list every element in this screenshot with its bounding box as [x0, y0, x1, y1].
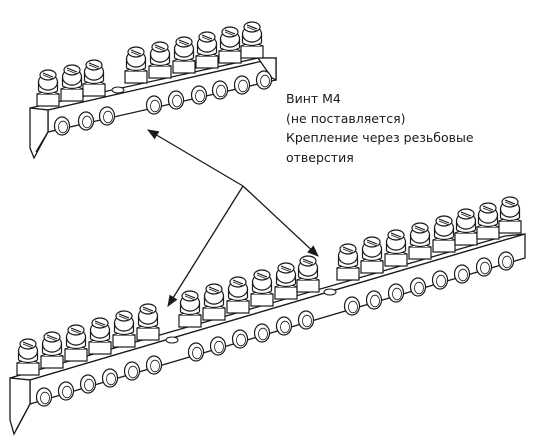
small-bar-left-end — [29, 107, 49, 160]
callout-line-3: Крепление через резьбовые — [286, 130, 474, 145]
pointer-arrow-icon — [242, 185, 319, 257]
callout-line-2: (не поставляется) — [286, 110, 406, 126]
large-bar-left-end — [9, 377, 31, 436]
pointer-arrow-icon — [146, 129, 244, 187]
callout-line-1: Винт М4 — [286, 91, 341, 106]
callout-line-4: отверстия — [286, 149, 354, 165]
screw-callout-text: Винт М4 (не поставляется) Крепление чере… — [286, 89, 526, 167]
pointer-arrows — [146, 129, 319, 307]
mounting-hole-icon — [111, 86, 125, 94]
large-terminal-bar — [9, 196, 526, 436]
mounting-hole-icon — [323, 288, 337, 296]
small-terminal-bar — [29, 21, 277, 160]
mounting-hole-icon — [165, 336, 179, 344]
pointer-arrow-icon — [167, 185, 244, 307]
